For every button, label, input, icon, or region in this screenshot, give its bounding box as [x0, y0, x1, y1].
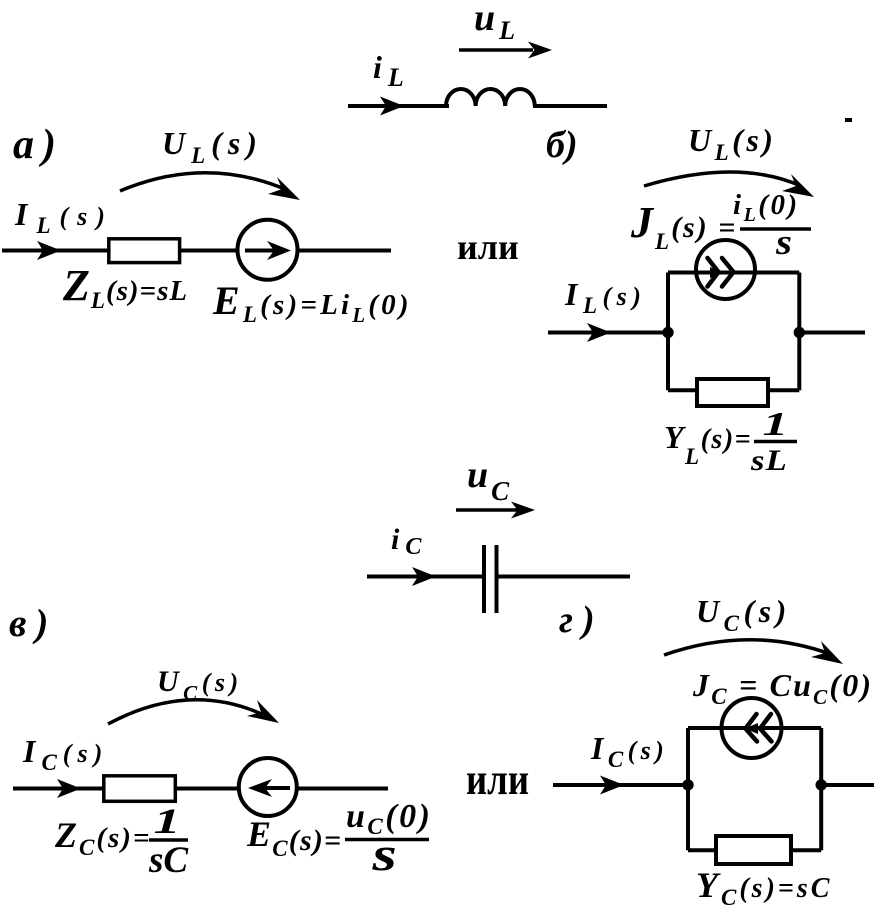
svg-text:sC: sC — [148, 840, 189, 881]
svg-text:в): в) — [9, 602, 57, 645]
svg-text:или: или — [466, 755, 529, 804]
svg-text:iL(0): iL(0) — [733, 189, 800, 226]
svg-text:YC(s)=sC: YC(s)=sC — [696, 865, 832, 910]
svg-text:s: s — [775, 222, 792, 262]
svg-text:ZL(s)=sL: ZL(s)=sL — [62, 261, 188, 313]
svg-text:uC(0): uC(0) — [346, 798, 432, 839]
svg-text:UL(s): UL(s) — [688, 122, 776, 165]
svg-text:б): б) — [546, 124, 578, 166]
svg-text:EL(s)=LiL(0): EL(s)=LiL(0) — [212, 278, 412, 327]
svg-text:или: или — [457, 227, 519, 267]
svg-text:1: 1 — [154, 801, 181, 841]
svg-text:EC(s)=: EC(s)= — [246, 814, 342, 861]
svg-text:ZC(s)=: ZC(s)= — [54, 815, 151, 860]
svg-text:1: 1 — [763, 405, 789, 443]
svg-text:IL(s): IL(s) — [564, 276, 646, 318]
svg-text:г): г) — [559, 599, 604, 641]
svg-text:a): a) — [13, 122, 64, 168]
svg-text:JL(s) =: JL(s) = — [630, 198, 737, 254]
svg-text:sL: sL — [750, 444, 788, 477]
svg-text:s: s — [371, 828, 396, 881]
